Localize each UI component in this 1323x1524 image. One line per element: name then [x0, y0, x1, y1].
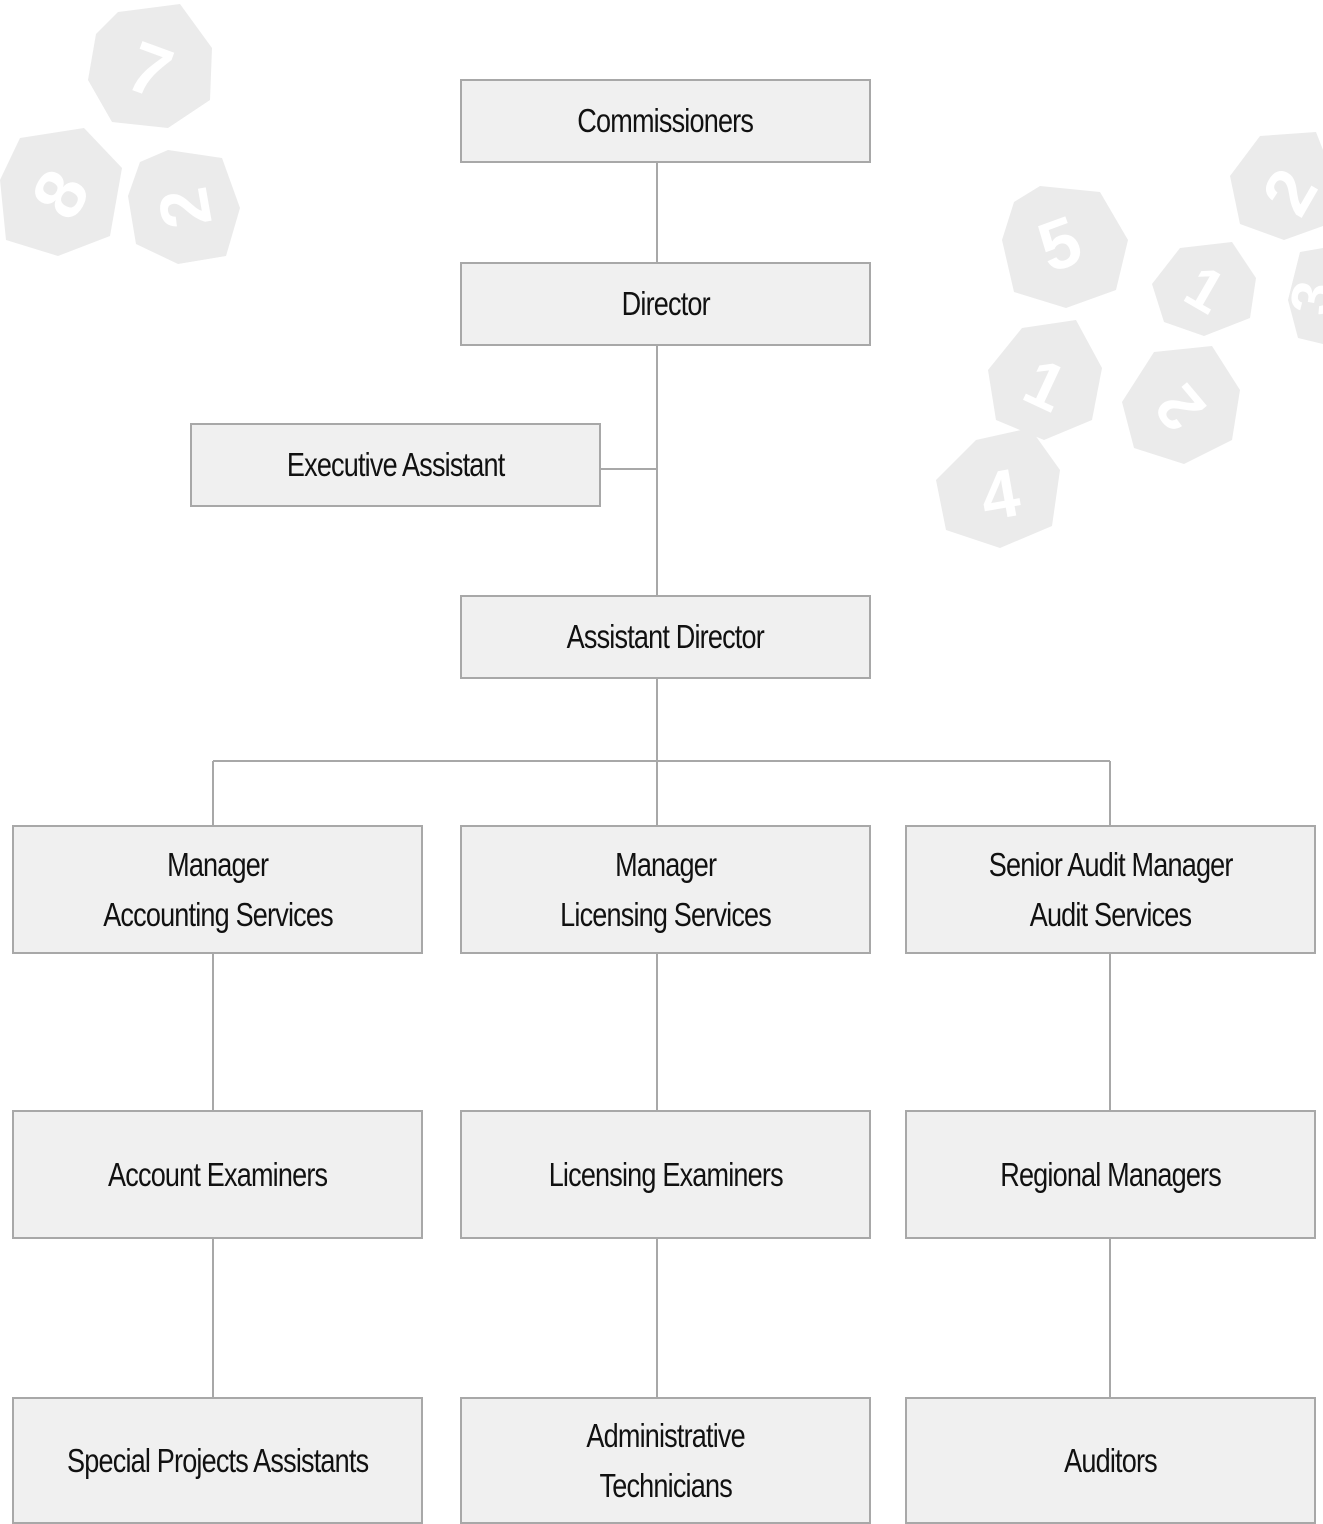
director-label: Director [621, 285, 710, 322]
commissioners-label: Commissioners [577, 102, 755, 139]
die-icon: 8 [0, 128, 122, 256]
executive-assistant-box: Executive Assistant [190, 423, 601, 507]
special-projects-assistants-box: Special Projects Assistants [12, 1397, 423, 1524]
die-icon: 2 [1230, 132, 1323, 240]
regional-managers-box: Regional Managers [905, 1110, 1316, 1239]
die-icon: 1 [988, 320, 1102, 440]
licensing-examiners-box: Licensing Examiners [460, 1110, 871, 1239]
senior-audit-manager-department: Audit Services [1029, 895, 1192, 933]
manager-accounting-services-box: Manager Accounting Services [12, 825, 423, 954]
die-icon: 5 [1002, 186, 1128, 308]
die-icon: 4 [936, 428, 1060, 548]
licensing-examiners-label: Licensing Examiners [548, 1155, 783, 1193]
die-icon: 2 [128, 150, 240, 264]
commissioners-box: Commissioners [460, 79, 871, 163]
die-icon: 7 [88, 4, 212, 128]
auditors-box: Auditors [905, 1397, 1316, 1524]
die-icon: 2 [1122, 346, 1240, 464]
manager-accounting-department: Accounting Services [102, 895, 333, 933]
senior-audit-manager-title: Senior Audit Manager [988, 845, 1234, 883]
account-examiners-label: Account Examiners [107, 1155, 328, 1193]
senior-audit-manager-box: Senior Audit Manager Audit Services [905, 825, 1316, 954]
executive-assistant-label: Executive Assistant [286, 446, 505, 483]
assistant-director-box: Assistant Director [460, 595, 871, 679]
manager-accounting-title: Manager [166, 845, 269, 883]
administrative-technicians-box: Administrative Technicians [460, 1397, 871, 1524]
manager-licensing-services-box: Manager Licensing Services [460, 825, 871, 954]
manager-licensing-title: Manager [614, 845, 717, 883]
die-icon: 3 [1278, 248, 1323, 344]
auditors-label: Auditors [1064, 1441, 1158, 1479]
manager-licensing-department: Licensing Services [560, 895, 772, 933]
assistant-director-label: Assistant Director [566, 618, 765, 655]
die-icon: 1 [1152, 242, 1256, 336]
account-examiners-box: Account Examiners [12, 1110, 423, 1239]
regional-managers-label: Regional Managers [1000, 1155, 1222, 1193]
administrative-technicians-title: Administrative [586, 1416, 745, 1454]
director-box: Director [460, 262, 871, 346]
special-projects-assistants-label: Special Projects Assistants [66, 1441, 369, 1479]
administrative-technicians-subtitle: Technicians [599, 1466, 732, 1504]
